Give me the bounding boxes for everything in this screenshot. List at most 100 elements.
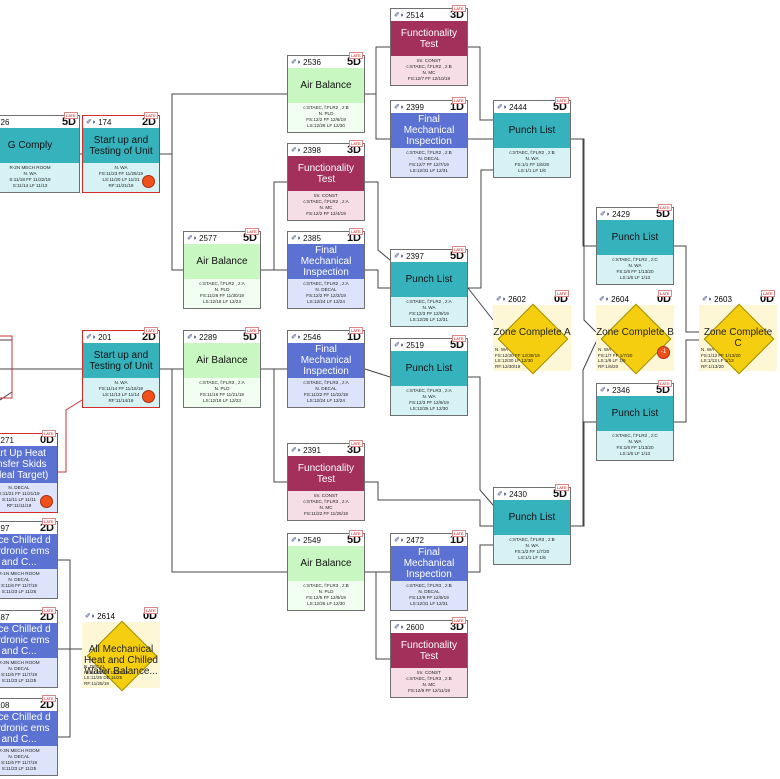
edit-link-icon[interactable]: ✐◗: [497, 491, 508, 498]
activity-duration: 5D: [449, 339, 464, 351]
activity-card-187[interactable]: ✐◗1872Dance Chilled d Hydronic ems and C…: [0, 610, 58, 688]
edit-link-icon[interactable]: ✐◗: [496, 296, 507, 303]
activity-detail-line: N. MC: [422, 682, 436, 687]
edit-link-icon[interactable]: ✐◗: [187, 334, 198, 341]
edit-link-icon[interactable]: ✐◗: [600, 387, 611, 394]
activity-id: 726: [0, 117, 10, 127]
edit-link-icon[interactable]: ✐◗: [702, 296, 713, 303]
edit-link-icon[interactable]: ✐◗: [394, 537, 405, 544]
late-flag-icon: LATE: [658, 204, 672, 211]
dependency-link: [160, 93, 287, 155]
activity-detail-line: c:STAEC, f:FLR2 , z:B: [406, 64, 452, 69]
activity-detail-line: c:STAEC, f:FLR2 , z:A: [303, 199, 349, 204]
activity-card-297[interactable]: ✐◗2972Dance Chilled d Hydronic ems and C…: [0, 521, 58, 599]
edit-link-icon[interactable]: ✐◗: [394, 624, 405, 631]
constraint-marker-icon: -1: [657, 346, 670, 359]
edit-link-icon[interactable]: ✐◗: [291, 537, 302, 544]
edit-link-icon[interactable]: ✐◗: [291, 147, 302, 154]
late-flag-icon: LATE: [349, 228, 363, 235]
edit-link-icon[interactable]: ✐◗: [497, 104, 508, 111]
edit-link-icon[interactable]: ✐◗: [394, 104, 405, 111]
activity-detail-line: c:STAEC, f:FLR2 , z:A: [406, 299, 452, 304]
edit-link-icon[interactable]: ✐◗: [85, 613, 96, 620]
edit-link-icon[interactable]: ✐◗: [86, 119, 97, 126]
late-flag-icon: LATE: [349, 440, 363, 447]
activity-title: Air Balance: [288, 546, 364, 581]
activity-detail-line: N. MC: [319, 505, 333, 510]
late-flag-icon: LATE: [245, 228, 259, 235]
dependency-link: [365, 46, 390, 95]
edit-link-icon[interactable]: ✐◗: [187, 235, 198, 242]
edit-link-icon[interactable]: ✐◗: [291, 59, 302, 66]
milestone-detail-line: N. WA: [495, 347, 509, 352]
activity-card-2271[interactable]: ✐◗22710Dtart Up Heat ansfer Skids (Ideal…: [0, 433, 58, 513]
late-flag-icon: LATE: [658, 380, 672, 387]
activity-id: 2519: [406, 340, 424, 350]
activity-header: ✐◗1872D: [0, 611, 57, 623]
edit-link-icon[interactable]: ✐◗: [394, 12, 405, 19]
activity-detail-line: N. DECAL: [8, 577, 30, 582]
milestone-detail-line: FS:12/30 FF 12/30/19: [495, 352, 540, 358]
edit-link-icon[interactable]: ✐◗: [291, 235, 302, 242]
late-flag-icon: LATE: [555, 97, 569, 104]
activity-duration: 1D: [346, 232, 361, 244]
edit-link-icon[interactable]: ✐◗: [291, 334, 302, 341]
edit-link-icon[interactable]: ✐◗: [600, 211, 611, 218]
edit-link-icon[interactable]: ✐◗: [394, 342, 405, 349]
dependency-link: [365, 481, 493, 527]
milestone-title: Zone Complete A: [493, 327, 571, 338]
activity-detail-line: R-3N MECH ROOM: [0, 748, 40, 753]
activity-detail-line: FS:11/22 FF 11/22/19: [303, 392, 348, 397]
activity-detail-line: tm: CONST: [417, 58, 441, 63]
activity-id: 208: [0, 700, 10, 710]
edit-link-icon[interactable]: ✐◗: [86, 334, 97, 341]
edit-link-icon[interactable]: ✐◗: [599, 296, 610, 303]
activity-id: 2514: [406, 10, 424, 20]
activity-detail-line: LS:12/18 LF 12/23: [203, 398, 241, 403]
edit-link-icon[interactable]: ✐◗: [394, 253, 405, 260]
edit-link-icon[interactable]: ✐◗: [291, 447, 302, 454]
activity-card-208[interactable]: ✐◗2082Dance Chilled d Hydronic ems and C…: [0, 698, 58, 776]
activity-detail-line: LS:12/24 LF 12/24: [307, 398, 345, 403]
late-flag-icon: LATE: [42, 430, 56, 437]
activity-header: ✐◗7265D: [0, 116, 79, 128]
activity-title: Functionality Test: [391, 633, 467, 668]
activity-duration: 5D: [242, 232, 257, 244]
